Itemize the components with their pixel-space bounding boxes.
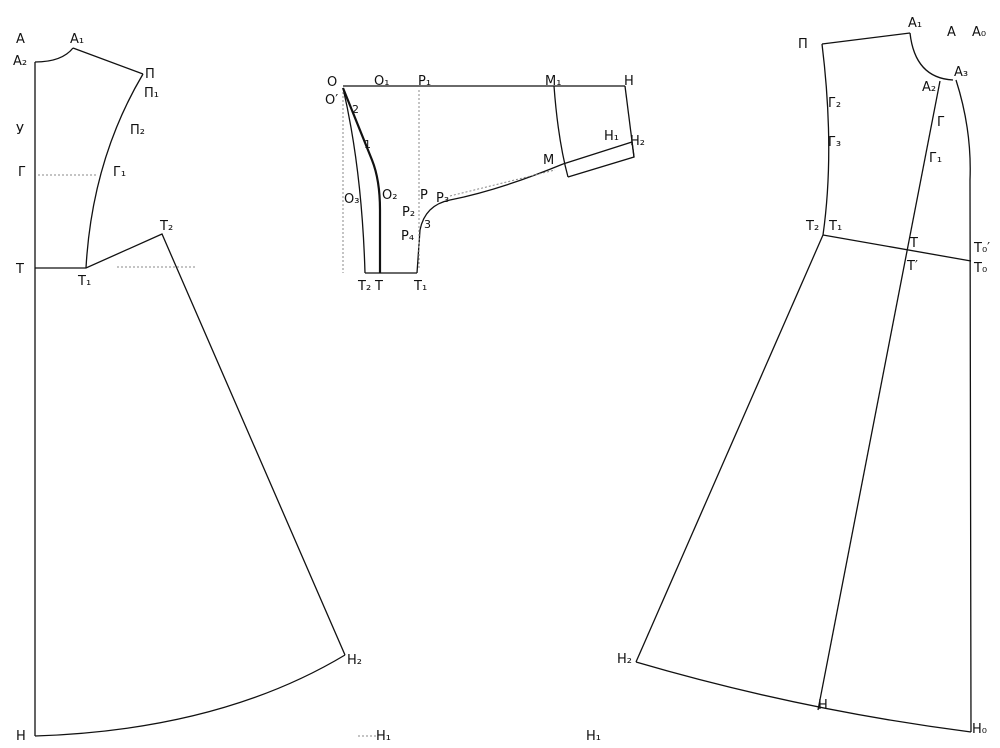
- back-piece: А А₁ А₂ П П₁ У П₂ Г Г₁ Т Т₁ Т₂ Н₂ Н Н₁: [13, 32, 391, 744]
- label: О: [327, 75, 337, 90]
- label: Т₁: [77, 274, 91, 289]
- label: П: [145, 67, 155, 82]
- label: Г: [937, 115, 945, 130]
- label: А: [16, 32, 25, 47]
- label: Н₂: [617, 652, 632, 667]
- label: М: [543, 153, 554, 168]
- label: А₃: [954, 65, 968, 80]
- label: П₁: [144, 86, 159, 101]
- label: Т₁: [413, 279, 427, 294]
- front-piece: А₁ А А₀ П А₃ А₂ Г₂ Г Г₃ Г₁ Т₂ Т₁ Т Т′ Т₀…: [586, 16, 990, 744]
- label: Т′: [906, 259, 918, 274]
- label: Т₀: [973, 261, 987, 276]
- label: Г₃: [828, 135, 841, 150]
- label: Т: [374, 279, 383, 294]
- label: А₁: [70, 32, 84, 47]
- label: Р: [420, 188, 428, 203]
- label: Г: [18, 165, 26, 180]
- label: У: [16, 123, 24, 138]
- label: Т₀′: [973, 241, 990, 256]
- back-shoulder-line: [72, 47, 144, 75]
- front-edge: [955, 79, 972, 733]
- label: А₁: [908, 16, 922, 31]
- underarm-curve: [416, 163, 564, 274]
- label: П₂: [130, 123, 145, 138]
- front-neckline: [909, 32, 954, 81]
- label: Н: [16, 729, 26, 744]
- label: Г₁: [929, 151, 942, 166]
- label: Т: [909, 236, 918, 251]
- label: Т₂: [805, 219, 819, 234]
- label: 3: [424, 218, 431, 231]
- sleeve-piece: О О′ О₁ Р₁ М₁ Н 2 1 О₃ О₂ Р Р₂ Р₃ Р₄ 3 Н…: [325, 74, 645, 294]
- front-side-line: [635, 234, 824, 663]
- label: Н₁: [604, 129, 619, 144]
- label: А₂: [13, 54, 27, 69]
- label: Р₃: [436, 191, 449, 206]
- label: Т: [15, 262, 24, 277]
- label: Р₄: [401, 229, 414, 244]
- label: Р₂: [402, 205, 415, 220]
- label: Н₂: [347, 653, 362, 668]
- front-waist-line: [822, 234, 972, 262]
- back-neckline: [34, 47, 74, 63]
- label: Н₂: [630, 134, 645, 149]
- front-shoulder-line: [821, 32, 911, 45]
- front-hem: [635, 661, 972, 733]
- cuff: [562, 141, 635, 178]
- label: А₂: [922, 80, 936, 95]
- label: Т₁: [828, 219, 842, 234]
- label: М₁: [545, 74, 561, 89]
- label: А: [947, 25, 956, 40]
- label: Н: [818, 698, 828, 713]
- label: Г₁: [113, 165, 126, 180]
- label: О₂: [382, 188, 397, 203]
- label: Н₁: [376, 729, 391, 744]
- sleeve-cap-line: [341, 87, 382, 273]
- front-armhole: [821, 43, 830, 236]
- front-center-line: [817, 80, 941, 711]
- label: Н₀: [972, 722, 987, 737]
- label: 2: [352, 103, 359, 116]
- label: Т₂: [159, 219, 173, 234]
- sleeve-elbow-line: [553, 85, 569, 178]
- back-waist-line: [35, 233, 346, 656]
- label: 1: [364, 138, 371, 151]
- label: П: [798, 37, 808, 52]
- back-hem: [34, 654, 346, 737]
- back-armhole: [85, 73, 144, 269]
- label: Р₁: [418, 74, 431, 89]
- label: Т₂: [357, 279, 371, 294]
- label: Г₂: [828, 96, 841, 111]
- label: О₃: [344, 192, 359, 207]
- sleeve-inner-line: [342, 87, 366, 274]
- label: О′: [325, 93, 338, 108]
- label: А₀: [972, 25, 986, 40]
- label: О₁: [374, 74, 389, 89]
- label: Н: [624, 74, 634, 89]
- label: Н₁: [586, 729, 601, 744]
